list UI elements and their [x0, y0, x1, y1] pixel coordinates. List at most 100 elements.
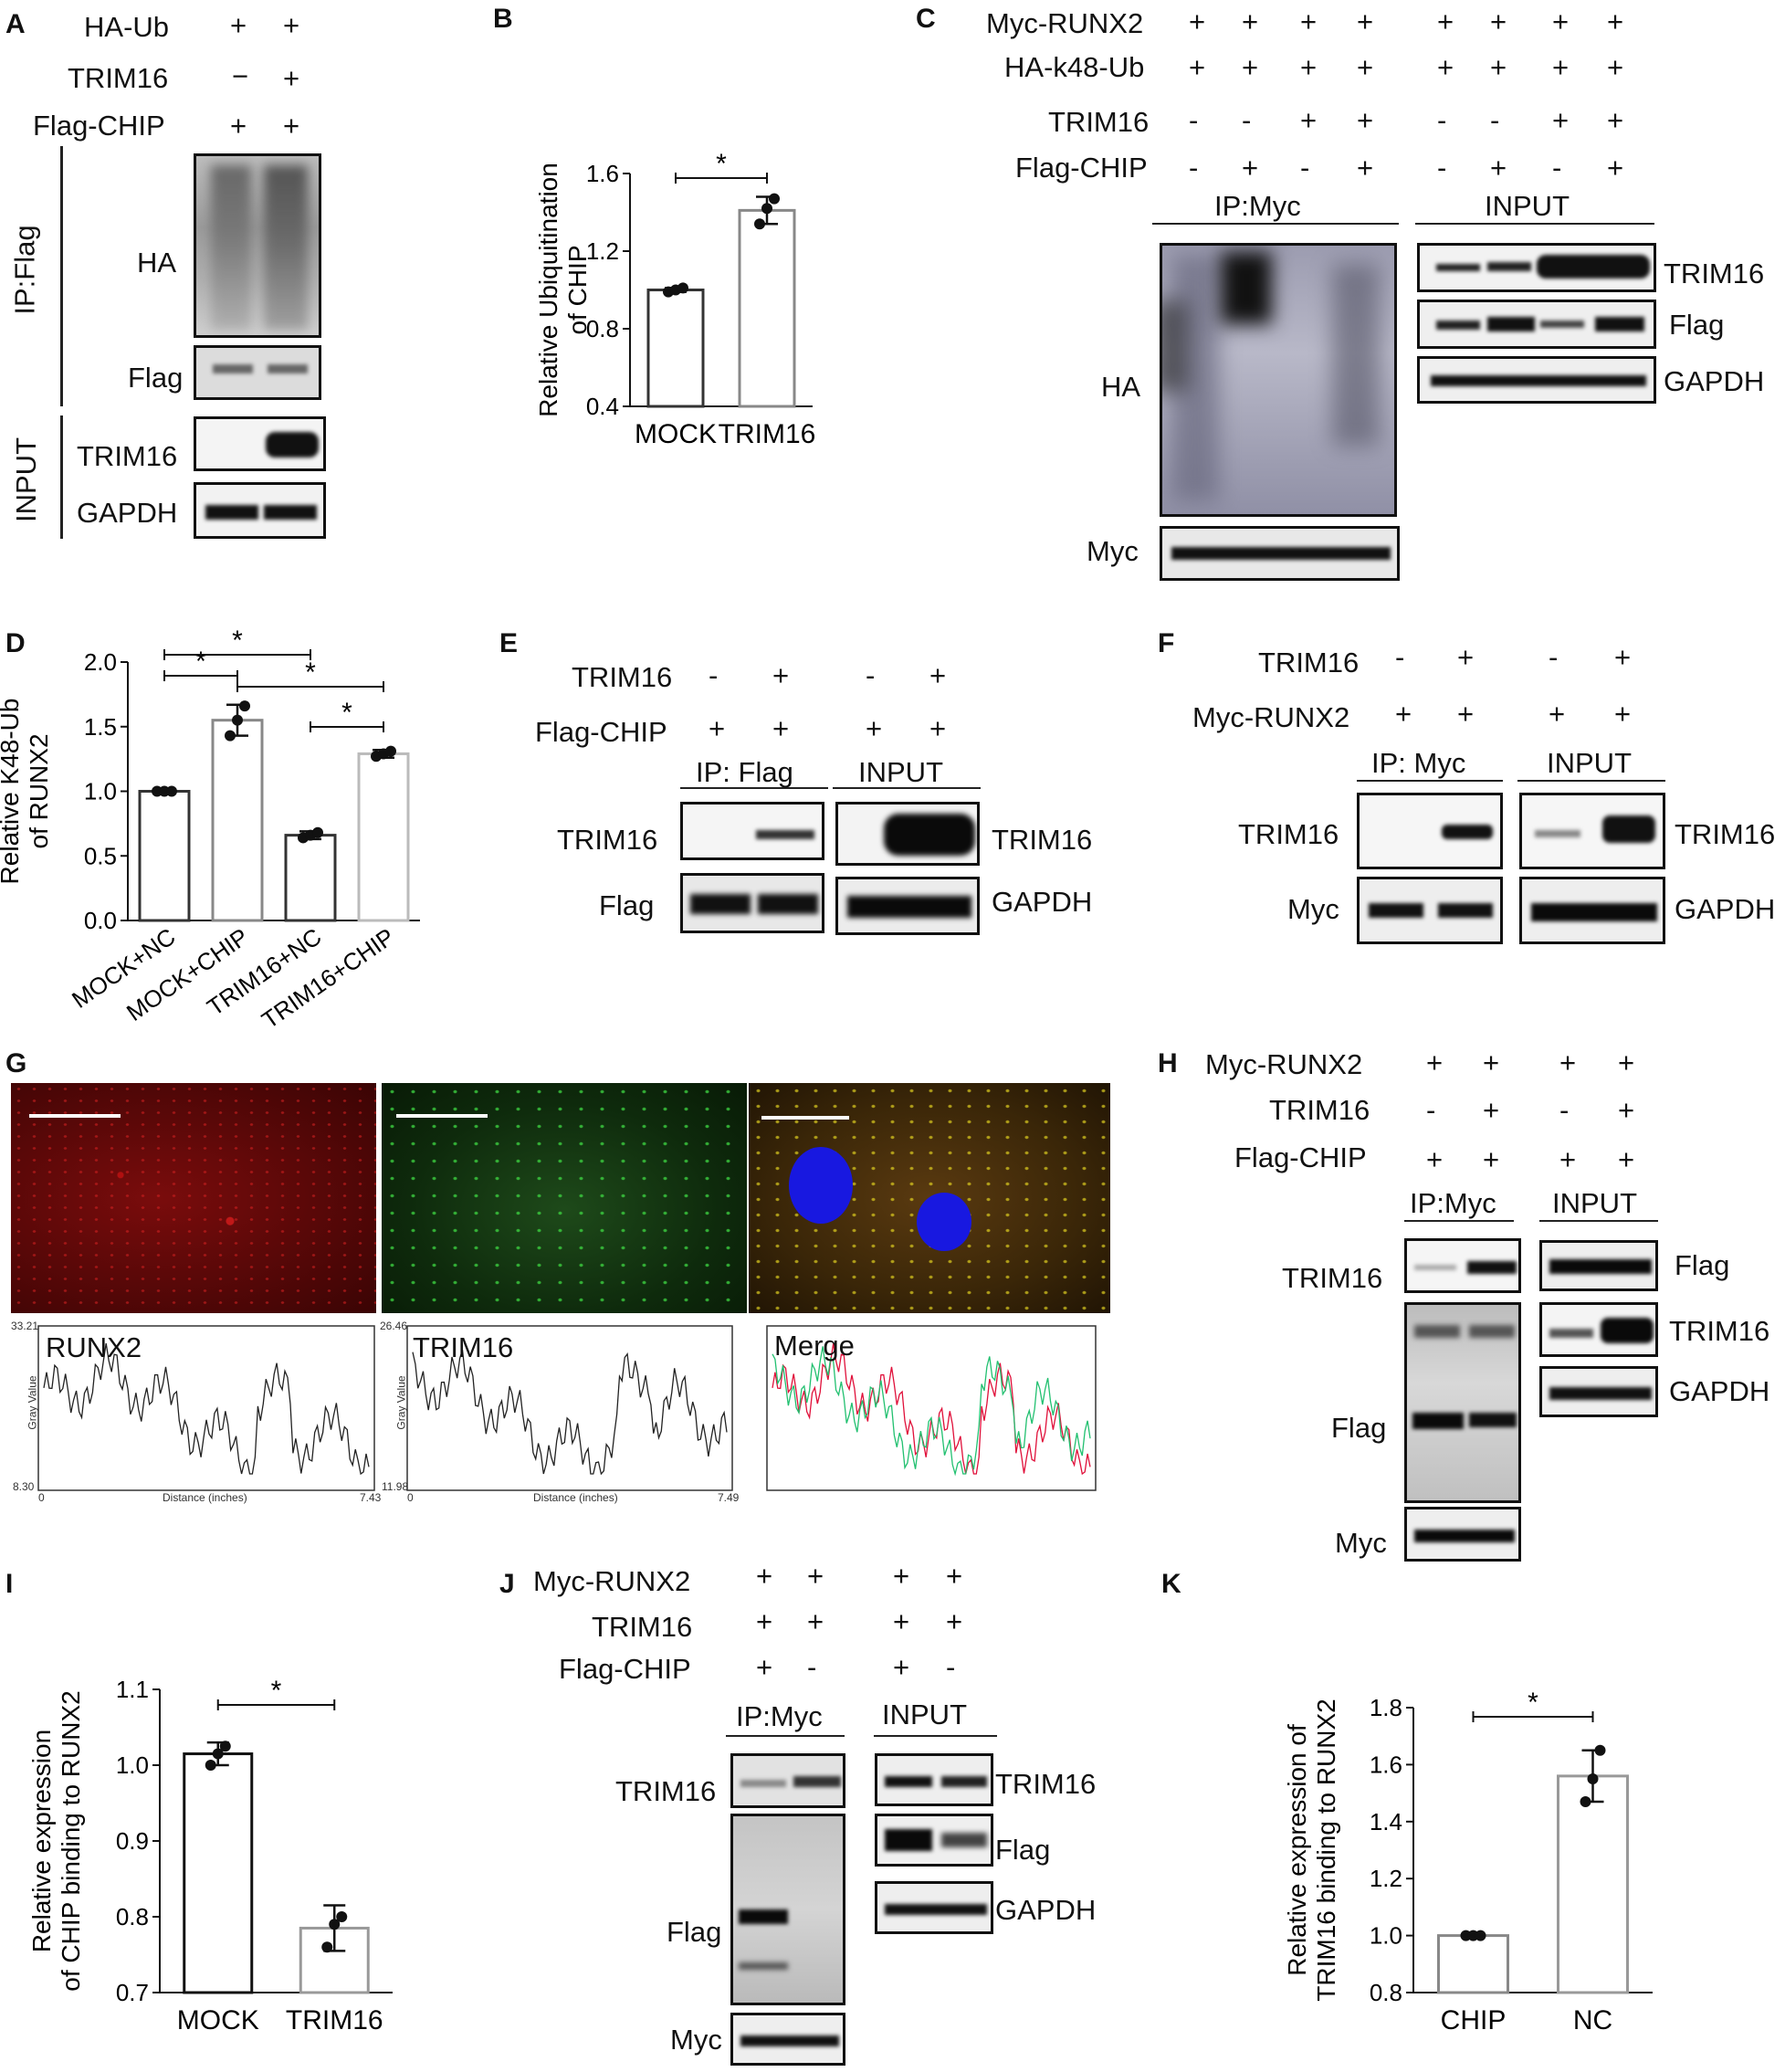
profile-xmin: 0 — [407, 1491, 414, 1504]
sign: + — [1549, 698, 1566, 730]
sign: + — [1300, 104, 1318, 136]
sign: + — [1618, 1047, 1635, 1078]
sign: + — [893, 1560, 910, 1592]
bar — [211, 719, 264, 922]
data-point — [219, 1741, 231, 1752]
y-tick-label: 1.2 — [586, 237, 619, 265]
sign: - — [1559, 1094, 1570, 1126]
condition-label: Myc-RUNX2 — [1205, 1048, 1363, 1080]
sign: + — [1300, 51, 1318, 83]
row-label: HA — [137, 247, 177, 279]
panel-letter-b: B — [493, 4, 513, 34]
y-tick-label: 0.8 — [116, 1903, 149, 1930]
y-tick-label: 0.8 — [586, 315, 619, 342]
row-label: HA — [1101, 371, 1141, 403]
profile-ylabel: Gray Value — [26, 1375, 39, 1430]
profile-xmax: 7.49 — [718, 1491, 740, 1504]
sign: - — [807, 1651, 817, 1683]
data-point — [205, 1760, 216, 1771]
row-label: TRIM16 — [992, 824, 1093, 856]
sign: - — [1189, 152, 1199, 184]
row-label: TRIM16 — [1675, 818, 1776, 850]
blot-flag-ip — [730, 1814, 845, 2005]
sign: + — [1426, 1143, 1444, 1175]
x-tick-label: TRIM16 — [719, 419, 816, 449]
significance-label: * — [195, 647, 206, 677]
y-tick-label: 1.5 — [84, 713, 117, 741]
sign: - — [1549, 641, 1559, 673]
blot-flag-input — [1539, 1240, 1658, 1291]
sign: + — [1483, 1047, 1500, 1078]
y-axis-label: Relative expression of — [1283, 1724, 1311, 1976]
condition-label: TRIM16 — [1258, 647, 1360, 678]
blot-trim16-ip — [730, 1753, 845, 1808]
condition-label: Myc-RUNX2 — [1192, 701, 1350, 733]
row-label: Flag — [995, 1834, 1051, 1866]
ip-section-label: IP:Flag — [8, 225, 41, 315]
sign: + — [709, 712, 726, 744]
row-label: Flag — [1675, 1249, 1730, 1281]
sign: + — [1607, 152, 1624, 184]
blot-trim16-ip — [1404, 1238, 1521, 1293]
data-point — [1587, 1773, 1599, 1784]
sign: + — [756, 1560, 773, 1592]
blot-gapdh-input — [1519, 877, 1665, 944]
ip-header-line — [726, 1735, 845, 1737]
row-label: GAPDH — [995, 1894, 1097, 1926]
y-axis-label: Relative K48-Ub — [0, 699, 24, 885]
blot-trim16-input — [875, 1753, 993, 1806]
row-label: Myc — [1335, 1527, 1387, 1559]
sign: + — [772, 712, 790, 744]
sign: + — [1490, 5, 1507, 37]
sign: + — [1437, 51, 1454, 83]
bar — [357, 752, 410, 922]
blot-ha — [194, 153, 321, 338]
sign: + — [1437, 5, 1454, 37]
row-label: GAPDH — [1669, 1375, 1770, 1407]
sign: + — [1242, 51, 1259, 83]
sign: + — [866, 712, 883, 744]
panel-letter-j: J — [499, 1569, 515, 1599]
condition-label: Myc-RUNX2 — [986, 7, 1144, 39]
profile-xmax: 7.43 — [360, 1491, 382, 1504]
input-header: INPUT — [882, 1699, 967, 1730]
row-label: Flag — [599, 889, 655, 921]
data-point — [1580, 1795, 1591, 1807]
sign: + — [807, 1560, 824, 1592]
row-label: TRIM16 — [995, 1768, 1097, 1800]
blot-flag-input — [875, 1814, 993, 1867]
input-section-label: INPUT — [10, 437, 42, 522]
data-point — [166, 785, 177, 797]
data-point — [232, 714, 243, 726]
sign: + — [946, 1605, 963, 1637]
condition-label: HA-k48-Ub — [1004, 51, 1145, 83]
sign: + — [1357, 51, 1374, 83]
blot-gapdh — [194, 482, 326, 539]
micrograph-merge — [749, 1083, 1110, 1313]
sign: + — [1490, 51, 1507, 83]
profile-xmin: 0 — [38, 1491, 45, 1504]
blot-flag-ip — [1404, 1302, 1521, 1503]
blot-gapdh — [1417, 356, 1656, 404]
sign: - — [1395, 641, 1405, 673]
data-point — [1475, 1930, 1486, 1941]
row-label: TRIM16 — [1238, 818, 1339, 850]
sign: + — [230, 110, 247, 142]
condition-label: TRIM16 — [592, 1611, 693, 1643]
sign: + — [1552, 104, 1570, 136]
sign: + — [1618, 1094, 1635, 1126]
condition-label: Myc-RUNX2 — [533, 1565, 691, 1597]
profile-xlabel: Distance (inches) — [533, 1491, 618, 1504]
sign: + — [1483, 1094, 1500, 1126]
intensity-profile-runx2 — [37, 1325, 375, 1491]
ip-header: IP:Myc — [1214, 190, 1301, 222]
sign: - — [1300, 152, 1310, 184]
input-header-line — [1539, 1220, 1658, 1222]
sign: + — [1614, 641, 1632, 673]
sign: + — [1300, 5, 1318, 37]
sign: + — [1189, 5, 1206, 37]
y-axis-label: of CHIP binding to RUNX2 — [57, 1690, 85, 1991]
y-tick-label: 1.0 — [116, 1751, 149, 1779]
input-header-line — [874, 1735, 997, 1737]
